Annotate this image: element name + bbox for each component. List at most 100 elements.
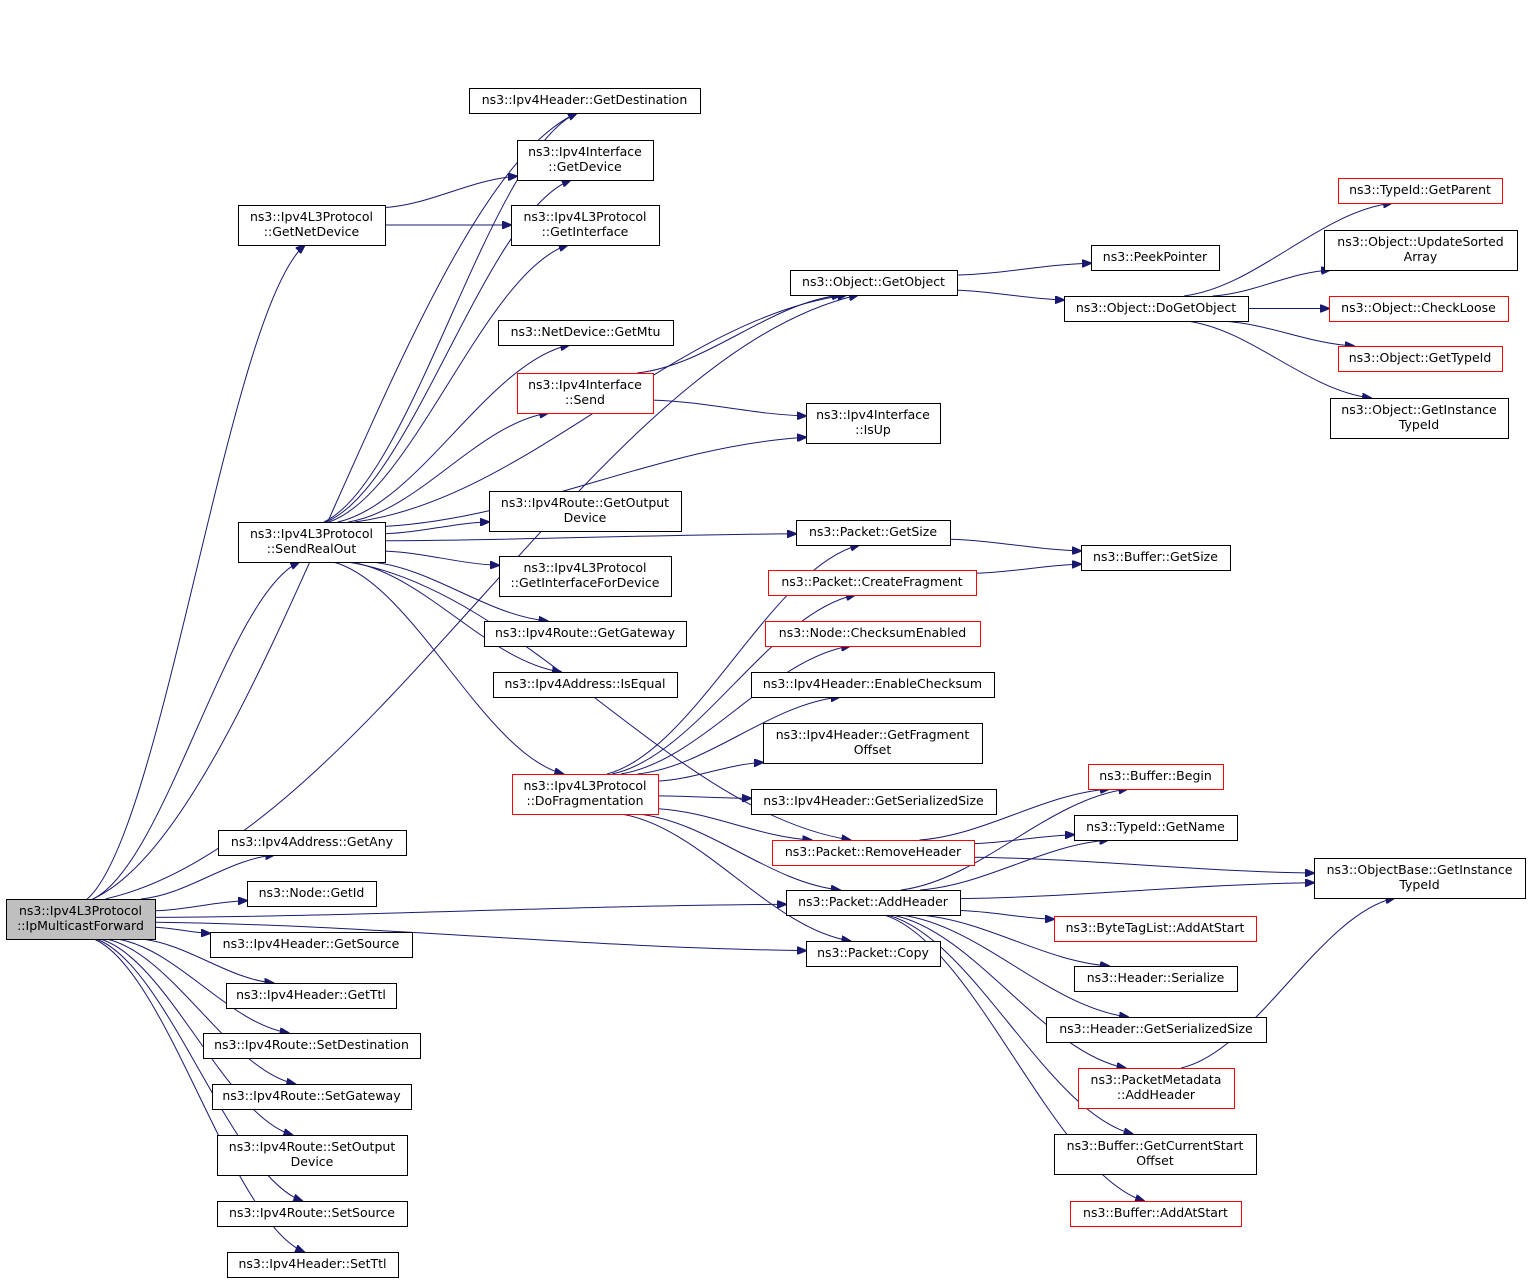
node-label: ns3::Object::GetTypeId xyxy=(1349,350,1492,365)
node-label: ::AddHeader xyxy=(1117,1087,1196,1102)
node-peekpointer[interactable]: ns3::PeekPointer xyxy=(1091,245,1220,271)
edge-l3_sendrealout-to-pkt_getsize xyxy=(384,534,796,542)
edge-root-to-l3_getnetdevice xyxy=(86,245,305,900)
node-hdr-enablechecksum[interactable]: ns3::Ipv4Header::EnableChecksum xyxy=(751,672,995,698)
node-pktmeta-addheader[interactable]: ns3::PacketMetadata::AddHeader xyxy=(1078,1068,1235,1109)
edge-root-to-hdr_getdest xyxy=(92,113,577,900)
node-label: ns3::Ipv4Route::SetSource xyxy=(229,1205,395,1220)
node-box xyxy=(1314,858,1526,899)
node-route-setsource[interactable]: ns3::Ipv4Route::SetSource xyxy=(217,1201,408,1227)
edge-l3_dofragmentation-to-pkt_getsize xyxy=(606,545,859,775)
node-box xyxy=(1046,1017,1267,1043)
node-l3-getinterface[interactable]: ns3::Ipv4L3Protocol::GetInterface xyxy=(511,205,660,246)
node-box xyxy=(786,890,961,916)
node-box xyxy=(238,522,386,563)
node-l3-sendrealout[interactable]: ns3::Ipv4L3Protocol::SendRealOut xyxy=(238,522,386,563)
edge-l3_sendrealout-to-addr_isequal xyxy=(349,561,561,672)
node-obj-dogetobject[interactable]: ns3::Object::DoGetObject xyxy=(1064,296,1249,322)
node-pkt-addheader[interactable]: ns3::Packet::AddHeader xyxy=(786,890,961,916)
node-box xyxy=(493,672,678,698)
edge-l3_dofragmentation-to-pkt_addheader xyxy=(638,813,840,890)
edge-iface_send-to-obj_getobject xyxy=(637,295,841,374)
edge-pkt_addheader-to-typeid_getname xyxy=(920,840,1108,891)
node-box xyxy=(1074,966,1238,992)
edge-l3_dofragmentation-to-hdr_getfragmentoffset xyxy=(657,762,763,782)
edge-root-to-hdr_getttl xyxy=(140,938,273,983)
node-box xyxy=(203,1033,421,1059)
node-label: ::GetInterface xyxy=(542,224,629,239)
node-l3-dofragmentation[interactable]: ns3::Ipv4L3Protocol::DoFragmentation xyxy=(512,774,659,815)
edge-pkt_addheader-to-buf_getcurrentstartoffset xyxy=(886,914,1133,1134)
node-box xyxy=(796,520,951,546)
node-obj-checkloose[interactable]: ns3::Object::CheckLoose xyxy=(1329,296,1509,322)
node-label: ns3::Object::CheckLoose xyxy=(1341,300,1496,315)
edge-pkt_removeheader-to-objbase_getinstancetypeid xyxy=(973,856,1314,873)
node-box xyxy=(1064,296,1249,322)
node-hdr-getserializedsize[interactable]: ns3::Ipv4Header::GetSerializedSize xyxy=(751,789,997,815)
node-label: ns3::Ipv4Interface xyxy=(528,377,642,392)
node-header-serialize[interactable]: ns3::Header::Serialize xyxy=(1074,966,1238,992)
node-obj-getobject[interactable]: ns3::Object::GetObject xyxy=(790,270,958,296)
node-node-getid[interactable]: ns3::Node::GetId xyxy=(247,881,377,907)
node-hdr-getdest[interactable]: ns3::Ipv4Header::GetDestination xyxy=(469,88,701,114)
node-box xyxy=(238,205,386,246)
node-box xyxy=(751,672,995,698)
node-pkt-removeheader[interactable]: ns3::Packet::RemoveHeader xyxy=(772,840,975,866)
node-route-getgateway[interactable]: ns3::Ipv4Route::GetGateway xyxy=(484,621,687,647)
node-node-checksumenabled[interactable]: ns3::Node::ChecksumEnabled xyxy=(765,621,981,647)
node-box xyxy=(217,1135,408,1176)
node-hdr-setttl[interactable]: ns3::Ipv4Header::SetTtl xyxy=(227,1252,399,1278)
node-l3-getifacefordevice[interactable]: ns3::Ipv4L3Protocol::GetInterfaceForDevi… xyxy=(499,556,672,597)
node-box xyxy=(469,88,701,114)
node-box xyxy=(1088,764,1224,790)
node-label: ns3::Header::GetSerializedSize xyxy=(1059,1021,1253,1036)
node-hdr-getsource[interactable]: ns3::Ipv4Header::GetSource xyxy=(210,932,413,958)
node-typeid-getparent[interactable]: ns3::TypeId::GetParent xyxy=(1338,178,1503,204)
node-pkt-copy[interactable]: ns3::Packet::Copy xyxy=(806,941,941,967)
edge-root-to-pkt_addheader xyxy=(154,904,786,918)
node-header-getserializedsize[interactable]: ns3::Header::GetSerializedSize xyxy=(1046,1017,1267,1043)
node-iface-send[interactable]: ns3::Ipv4Interface::Send xyxy=(517,373,654,414)
node-box xyxy=(1324,230,1518,271)
node-typeid-getname[interactable]: ns3::TypeId::GetName xyxy=(1074,815,1238,841)
edge-pkt_addheader-to-objbase_getinstancetypeid xyxy=(959,883,1314,900)
node-buf-addatstart[interactable]: ns3::Buffer::AddAtStart xyxy=(1070,1201,1242,1227)
node-buf-begin[interactable]: ns3::Buffer::Begin xyxy=(1088,764,1224,790)
node-route-setdestination[interactable]: ns3::Ipv4Route::SetDestination xyxy=(203,1033,421,1059)
node-route-setgateway[interactable]: ns3::Ipv4Route::SetGateway xyxy=(212,1084,412,1110)
edge-l3_sendrealout-to-l3_getinterface xyxy=(328,245,568,523)
node-obj-gettypeid[interactable]: ns3::Object::GetTypeId xyxy=(1338,346,1503,372)
node-pkt-getsize[interactable]: ns3::Packet::GetSize xyxy=(796,520,951,546)
node-l3-getnetdevice[interactable]: ns3::Ipv4L3Protocol::GetNetDevice xyxy=(238,205,386,246)
node-addr-isequal[interactable]: ns3::Ipv4Address::IsEqual xyxy=(493,672,678,698)
edge-root-to-route_setsource xyxy=(96,938,302,1201)
node-label: ns3::Ipv4Address::GetAny xyxy=(231,834,394,849)
node-label: ::GetInterfaceForDevice xyxy=(511,575,660,590)
node-pkt-createfragment[interactable]: ns3::Packet::CreateFragment xyxy=(768,570,977,596)
node-root[interactable]: ns3::Ipv4L3Protocol::IpMulticastForward xyxy=(6,899,156,940)
node-label: ns3::Ipv4L3Protocol xyxy=(523,209,646,224)
node-netdev-getmtu[interactable]: ns3::NetDevice::GetMtu xyxy=(498,320,674,346)
node-addr-getany[interactable]: ns3::Ipv4Address::GetAny xyxy=(218,830,407,856)
node-box xyxy=(210,932,413,958)
node-bytetaglist-addatstart[interactable]: ns3::ByteTagList::AddAtStart xyxy=(1054,916,1257,942)
node-buf-getsize[interactable]: ns3::Buffer::GetSize xyxy=(1081,545,1231,571)
node-box xyxy=(1081,545,1231,571)
node-box xyxy=(226,983,397,1009)
node-label: ns3::Node::GetId xyxy=(259,885,365,900)
edge-l3_dofragmentation-to-pkt_removeheader xyxy=(657,808,812,840)
node-label: ::Send xyxy=(565,392,605,407)
edge-l3_dofragmentation-to-node_checksumenabled xyxy=(620,646,850,775)
edge-obj_dogetobject-to-obj_gettypeid xyxy=(1221,320,1354,346)
node-iface-getdevice[interactable]: ns3::Ipv4Interface::GetDevice xyxy=(517,140,654,181)
node-iface-isup[interactable]: ns3::Ipv4Interface::IsUp xyxy=(806,403,941,444)
node-label: ns3::Object::GetObject xyxy=(802,274,945,289)
node-hdr-getttl[interactable]: ns3::Ipv4Header::GetTtl xyxy=(226,983,397,1009)
